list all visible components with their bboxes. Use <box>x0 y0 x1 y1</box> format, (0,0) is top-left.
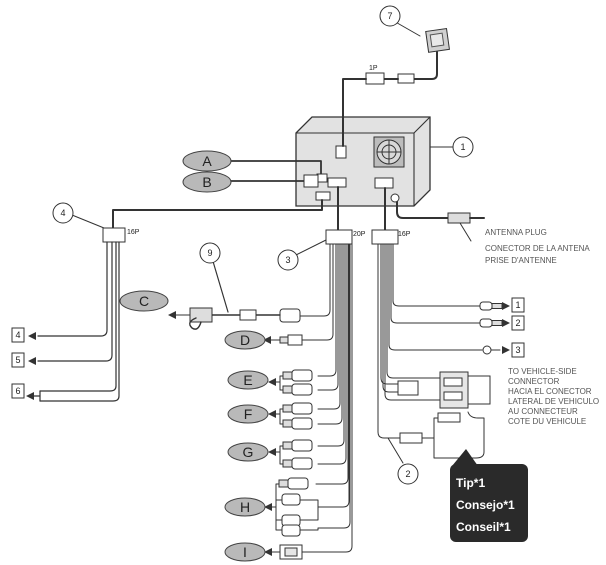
svg-text:6: 6 <box>15 386 20 396</box>
oval-label-h: H <box>224 497 266 517</box>
callout-9: 9 <box>199 242 221 264</box>
vehicle-connector-text: TO VEHICLE-SIDE CONNECTOR HACIA EL CONEC… <box>508 367 599 426</box>
right-arrows <box>502 302 510 354</box>
square-5: 5 <box>11 352 25 368</box>
oval-label-g: G <box>227 442 269 462</box>
svg-text:B: B <box>202 174 211 190</box>
microphone-cable <box>189 257 301 330</box>
pin-label-16p-right: 16P <box>398 231 411 238</box>
cooling-fan-icon <box>373 136 405 168</box>
svg-text:CONNECTOR: CONNECTOR <box>508 377 560 386</box>
tip-label-es: Consejo*1 <box>456 498 515 512</box>
svg-text:CONECTOR DE LA ANTENA: CONECTOR DE LA ANTENA <box>485 244 590 253</box>
svg-text:I: I <box>243 544 247 560</box>
svg-text:4: 4 <box>15 330 20 340</box>
svg-text:C: C <box>139 293 149 309</box>
antenna <box>342 28 450 147</box>
svg-text:G: G <box>243 444 254 460</box>
antenna-plug <box>390 193 485 242</box>
square-3: 3 <box>511 342 525 358</box>
svg-text:H: H <box>240 499 250 515</box>
oval-label-e: E <box>227 370 269 390</box>
svg-text:ANTENNA PLUG: ANTENNA PLUG <box>485 228 547 237</box>
svg-text:1: 1 <box>515 300 520 310</box>
callout-1: 1 <box>452 136 474 158</box>
harness-16p-right <box>371 187 503 459</box>
oval-label-c: C <box>119 290 169 312</box>
svg-text:F: F <box>244 406 253 422</box>
rca-plugs <box>278 334 326 560</box>
svg-text:3: 3 <box>515 345 520 355</box>
svg-text:5: 5 <box>15 355 20 365</box>
svg-text:A: A <box>202 153 212 169</box>
svg-text:7: 7 <box>387 11 392 21</box>
svg-text:COTE DU VEHICULE: COTE DU VEHICULE <box>508 417 586 426</box>
svg-text:2: 2 <box>515 318 520 328</box>
oval-label-f: F <box>227 404 269 424</box>
svg-text:LATERAL DE VEHICULO: LATERAL DE VEHICULO <box>508 397 599 406</box>
left-arrows <box>26 311 284 556</box>
svg-text:D: D <box>240 332 250 348</box>
pin-label-1p: 1P <box>369 65 378 72</box>
callout-2: 2 <box>397 463 419 485</box>
harness-20p <box>299 186 353 553</box>
square-6: 6 <box>11 383 25 399</box>
tip-label-en: Tip*1 <box>456 476 485 490</box>
svg-text:2: 2 <box>405 469 410 479</box>
tip-box: Tip*1 Consejo*1 Conseil*1 <box>450 449 528 542</box>
head-unit <box>295 116 431 207</box>
callout-7: 7 <box>379 5 401 27</box>
svg-text:AU CONNECTEUR: AU CONNECTEUR <box>508 407 578 416</box>
harness-16p-left <box>33 199 323 402</box>
callout-4: 4 <box>52 202 74 224</box>
pin-label-20p: 20P <box>353 231 366 238</box>
oval-label-a: A <box>182 150 232 172</box>
svg-text:3: 3 <box>285 255 290 265</box>
tip-label-fr: Conseil*1 <box>456 520 511 534</box>
svg-text:1: 1 <box>460 142 465 152</box>
square-1: 1 <box>511 297 525 313</box>
pin-label-16p-left: 16P <box>127 229 140 236</box>
svg-text:TO VEHICLE-SIDE: TO VEHICLE-SIDE <box>508 367 577 376</box>
oval-label-i: I <box>224 542 266 562</box>
antenna-plug-text: ANTENNA PLUG CONECTOR DE LA ANTENA PRISE… <box>485 228 590 265</box>
oval-label-b: B <box>182 171 232 193</box>
svg-text:PRISE D'ANTENNE: PRISE D'ANTENNE <box>485 256 557 265</box>
square-2: 2 <box>511 315 525 331</box>
svg-text:HACIA EL CONECTOR: HACIA EL CONECTOR <box>508 387 592 396</box>
svg-text:E: E <box>243 372 252 388</box>
callout-3: 3 <box>277 249 299 271</box>
oval-label-d: D <box>224 330 266 350</box>
square-4: 4 <box>11 327 25 343</box>
svg-text:9: 9 <box>207 248 212 258</box>
svg-text:4: 4 <box>60 208 65 218</box>
